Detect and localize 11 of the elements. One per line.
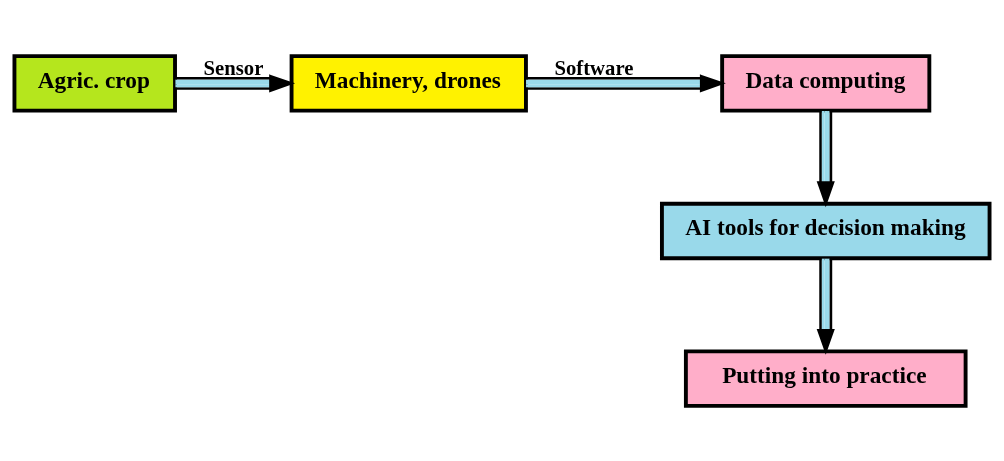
- node-box: Agric. crop: [12, 53, 177, 112]
- edge-label: Sensor: [203, 56, 264, 79]
- arrow: [816, 258, 835, 355]
- node-box: Machinery, drones: [289, 53, 528, 112]
- node-box: AI tools for decision making: [660, 201, 992, 260]
- node-box: Data computing: [720, 53, 932, 112]
- node-box: Putting into practice: [683, 349, 968, 408]
- edge-label: Software: [554, 56, 634, 79]
- arrow: [816, 110, 835, 207]
- arrow: [526, 73, 726, 92]
- arrow: [175, 73, 296, 92]
